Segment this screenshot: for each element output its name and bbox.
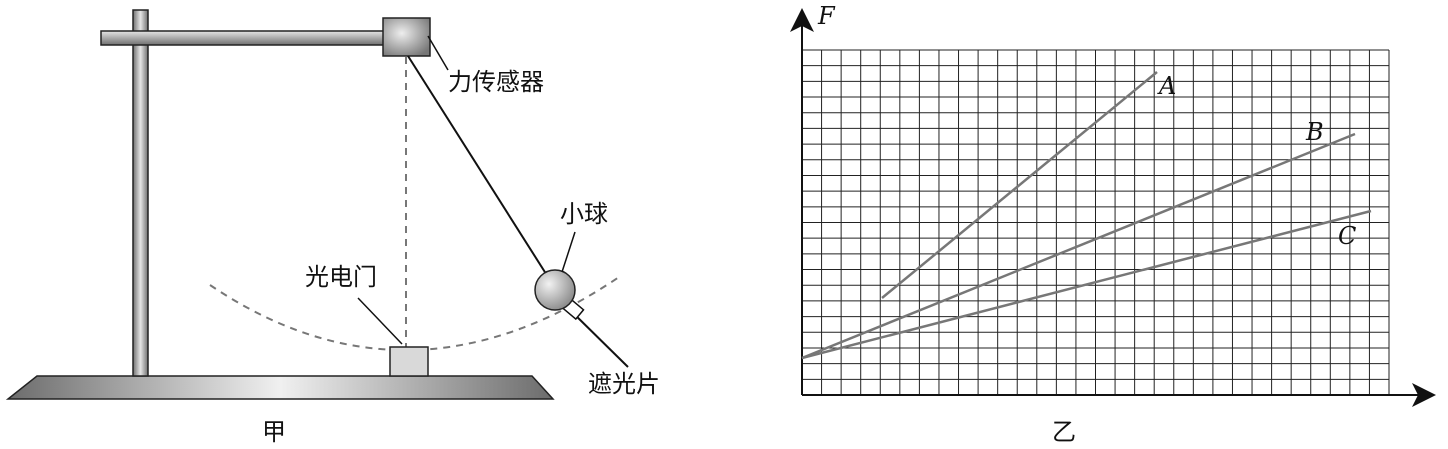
line-a-label: A xyxy=(1157,72,1176,100)
line-c xyxy=(801,209,1372,360)
stand-arm xyxy=(100,30,387,46)
stand-base xyxy=(5,375,555,400)
right-figure-caption: 乙 xyxy=(1052,418,1076,446)
graph-grid xyxy=(801,49,1390,396)
photogate xyxy=(389,346,429,377)
photogate-leader xyxy=(357,297,403,345)
force-sensor xyxy=(382,17,431,57)
apparatus-figure: 力传感器 小球 光电门 遮光片 甲 xyxy=(5,9,660,446)
y-axis-label: F xyxy=(817,2,836,30)
pendulum-string xyxy=(407,55,556,289)
force-sensor-leader xyxy=(427,35,449,71)
line-b xyxy=(801,132,1356,360)
ball-label: 小球 xyxy=(560,200,608,228)
stand-pole xyxy=(132,9,149,377)
graph-figure: A B C F 乙 xyxy=(790,2,1436,446)
photogate-label: 光电门 xyxy=(305,263,377,291)
ball-leader xyxy=(561,231,576,273)
shading-plate-label: 遮光片 xyxy=(588,370,660,398)
line-a xyxy=(881,71,1158,299)
left-figure-caption: 甲 xyxy=(262,418,286,446)
line-b-label: B xyxy=(1305,118,1324,146)
force-sensor-label: 力传感器 xyxy=(448,68,544,96)
line-c-label: C xyxy=(1338,222,1356,250)
ball xyxy=(534,269,576,311)
